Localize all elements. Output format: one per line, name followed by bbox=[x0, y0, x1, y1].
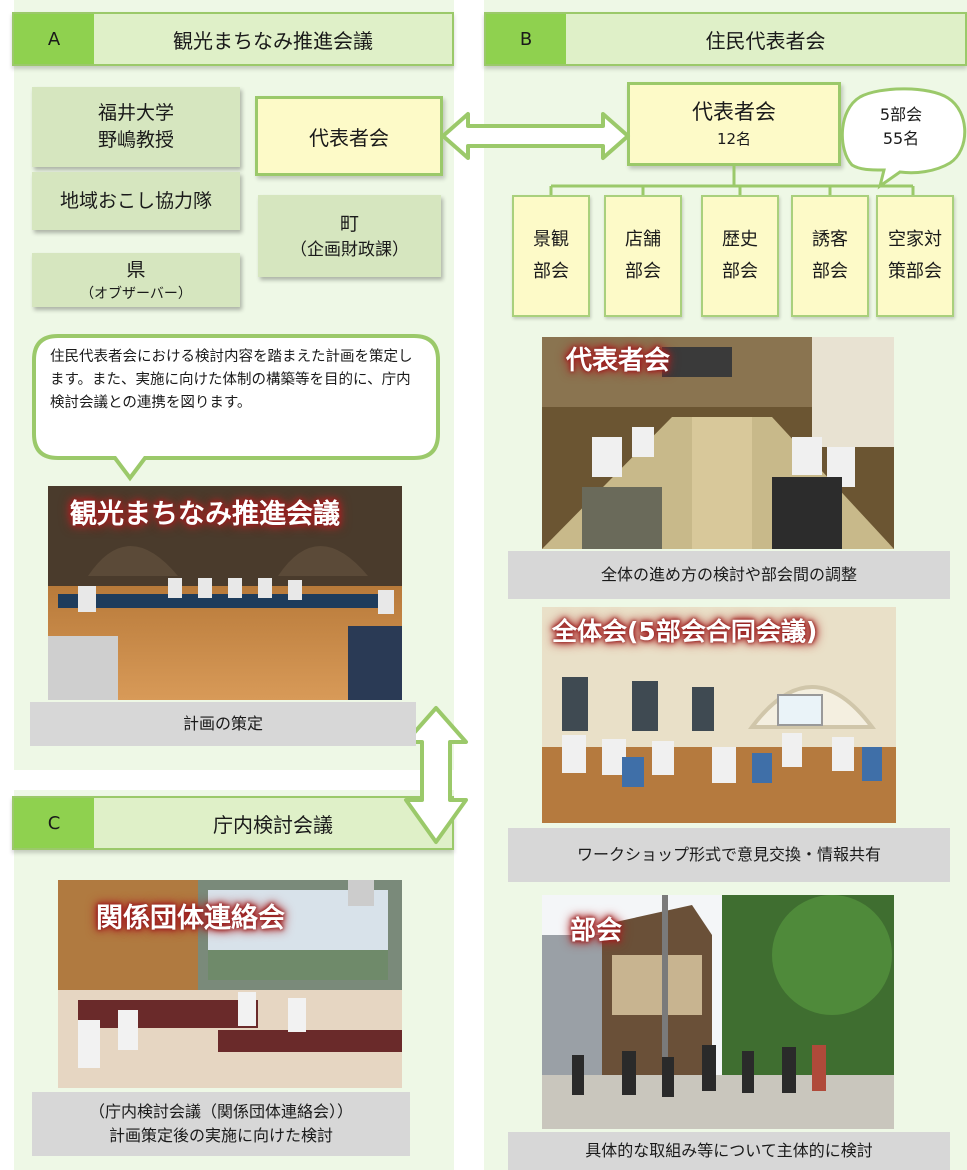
section-b-letter: B bbox=[486, 14, 566, 64]
dept-landscape-l2: 部会 bbox=[533, 261, 569, 282]
photo-promotion-meeting bbox=[48, 486, 402, 700]
dept-count-bubble-text: 5部会 55名 bbox=[862, 103, 940, 151]
photo-department-label: 部会 bbox=[570, 916, 623, 946]
member-town: 町 （企画財政課） bbox=[258, 195, 441, 277]
dept-vacant-l1: 空家対 bbox=[888, 229, 942, 250]
dept-count-bubble bbox=[840, 87, 967, 190]
photo-general-meeting bbox=[542, 607, 896, 823]
photo-general-label: 全体会(5部会合同会議) bbox=[552, 617, 818, 646]
member-univ-line2: 野嶋教授 bbox=[97, 129, 174, 151]
section-b-rep-title: 代表者会 bbox=[692, 100, 776, 124]
caption-liaison-line1: （庁内検討会議（関係団体連絡会）） bbox=[88, 1102, 353, 1121]
rep-link-arrow bbox=[441, 112, 630, 160]
caption-planning: 計画の策定 bbox=[30, 702, 416, 746]
bubble-line1: 5部会 bbox=[879, 105, 923, 124]
member-pref-note: （オブザーバー） bbox=[80, 285, 192, 302]
photo-liaison-meeting bbox=[58, 880, 402, 1088]
photo-department-walk bbox=[542, 895, 894, 1129]
caption-liaison: （庁内検討会議（関係団体連絡会）） 計画策定後の実施に向けた検討 bbox=[32, 1092, 410, 1156]
dept-tree-lines bbox=[549, 166, 915, 195]
section-b-title: 住民代表者会 bbox=[705, 28, 826, 53]
section-c-letter: C bbox=[14, 798, 94, 848]
plan-link-arrow bbox=[404, 706, 468, 844]
dept-visitors-l2: 部会 bbox=[812, 261, 848, 282]
section-b-header: B 住民代表者会 bbox=[484, 12, 967, 66]
section-a-title: 観光まちなみ推進会議 bbox=[173, 28, 373, 53]
section-a-letter: A bbox=[14, 14, 94, 64]
dept-shops-l2: 部会 bbox=[625, 261, 661, 282]
dept-landscape: 景観部会 bbox=[512, 195, 590, 317]
callout-text: 住民代表者会における検討内容を踏まえた計画を策定します。また、実施に向けた体制の… bbox=[50, 349, 413, 411]
section-c-header: C 庁内検討会議 bbox=[12, 796, 454, 850]
section-c-title: 庁内検討会議 bbox=[213, 812, 333, 837]
member-town-label: 町 bbox=[339, 212, 359, 235]
photo-representatives-label: 代表者会 bbox=[566, 346, 671, 376]
dept-landscape-l1: 景観 bbox=[533, 229, 569, 250]
dept-vacant-houses: 空家対策部会 bbox=[876, 195, 954, 317]
dept-vacant-l2: 策部会 bbox=[888, 261, 942, 282]
dept-history-l2: 部会 bbox=[722, 261, 758, 282]
member-prefecture: 県 （オブザーバー） bbox=[32, 253, 240, 307]
section-a-rep-label: 代表者会 bbox=[309, 125, 389, 150]
dept-history: 歴史部会 bbox=[701, 195, 779, 317]
section-b-rep-count: 12名 bbox=[716, 130, 752, 148]
member-univ-line1: 福井大学 bbox=[97, 102, 174, 124]
member-coop-label: 地域おこし協力隊 bbox=[59, 189, 212, 212]
caption-department: 具体的な取組み等について主体的に検討 bbox=[508, 1132, 950, 1170]
callout-bubble bbox=[32, 334, 440, 482]
caption-general: ワークショップ形式で意見交換・情報共有 bbox=[508, 828, 950, 882]
bubble-line2: 55名 bbox=[882, 129, 920, 148]
dept-shops-l1: 店舗 bbox=[625, 229, 661, 250]
dept-history-l1: 歴史 bbox=[722, 229, 758, 250]
caption-representatives: 全体の進め方の検討や部会間の調整 bbox=[508, 551, 950, 599]
section-a-header: A 観光まちなみ推進会議 bbox=[12, 12, 454, 66]
caption-liaison-line2: 計画策定後の実施に向けた検討 bbox=[108, 1126, 333, 1145]
photo-liaison-label: 関係団体連絡会 bbox=[96, 903, 285, 934]
member-pref-label: 県 bbox=[126, 258, 146, 281]
photo-promotion-label: 観光まちなみ推進会議 bbox=[70, 499, 340, 530]
section-a-rep-box: 代表者会 bbox=[255, 96, 443, 176]
dept-visitors: 誘客部会 bbox=[791, 195, 869, 317]
section-b-rep-box: 代表者会 12名 bbox=[627, 82, 841, 166]
photo-representatives bbox=[542, 337, 894, 549]
member-town-note: （企画財政課） bbox=[290, 239, 409, 260]
dept-visitors-l1: 誘客 bbox=[812, 229, 848, 250]
member-fukui-university: 福井大学 野嶋教授 bbox=[32, 87, 240, 167]
dept-shops: 店舗部会 bbox=[604, 195, 682, 317]
member-regional-cooperation: 地域おこし協力隊 bbox=[32, 172, 240, 230]
